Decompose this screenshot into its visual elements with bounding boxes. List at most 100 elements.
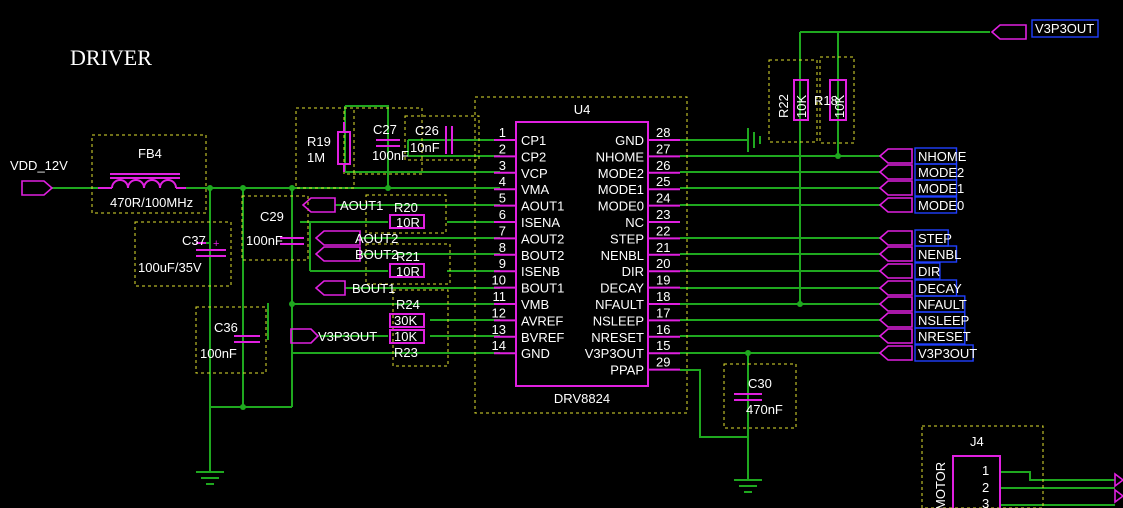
ic-pin-number: 4 [499,174,506,189]
ic-pin-number: 24 [656,191,670,206]
net-port-highlight [914,196,958,214]
c26-value: 10nF [410,140,440,155]
capacitor-c27: C27 100nF [372,122,409,163]
ic-pin-name: VMB [521,297,549,312]
net-port-label: MODE1 [918,181,964,196]
resistor-r24: R24 30K [389,297,425,328]
ic-pin-name: CP1 [521,133,546,148]
r22-value: 10K [794,95,809,118]
net-bout1-label: BOUT1 [352,281,395,296]
ic-pin-name: DECAY [600,281,644,296]
ic-pin-name: BVREF [521,330,564,345]
capacitor-c30: C30 470nF [734,376,783,417]
net-v3p3-left-label: V3P3OUT [318,329,377,344]
net-port-label: NENBL [918,247,961,262]
c29-ref: C29 [260,209,284,224]
ic-pin-number: 12 [492,305,506,320]
net-port-highlight [914,179,958,197]
ic-pin-name: AOUT1 [521,199,564,214]
ic-pin-name: NFAULT [595,297,644,312]
c36-ref: C36 [214,320,238,335]
r24-value: 30K [394,313,417,328]
ic-pin-number: 15 [656,338,670,353]
r20-value: 10R [396,215,420,230]
net-port-label: MODE2 [918,165,964,180]
ic-pin-number: 9 [499,256,506,271]
net-port-label: NHOME [918,149,967,164]
resistor-r22: R22 10K [776,79,809,121]
net-port-shape [878,180,913,196]
ic-pin-number: 26 [656,158,670,173]
vdd-label: VDD_12V [10,158,68,173]
net-port-shape [878,280,913,296]
r18-ref: R18 [814,93,838,108]
net-port-shape [878,312,913,328]
vdd-port: VDD_12V [10,158,68,196]
ic-pin-number: 14 [492,338,506,353]
j4-pin-2: 2 [982,480,989,495]
j4-ref: J4 [970,434,984,449]
fb4-ref: FB4 [138,146,162,161]
ic-pin-number: 23 [656,207,670,222]
ic-pin-number: 10 [492,273,506,288]
net-port-highlight [914,344,974,362]
r22-ref: R22 [776,94,791,118]
c26-ref: C26 [415,123,439,138]
net-port-v3p3-left: V3P3OUT [290,328,377,344]
c37-ref: C37 [182,233,206,248]
ic-pin-name: NHOME [596,149,645,164]
ic-pin-name: VMA [521,182,550,197]
ic-pin-name: NSLEEP [593,313,644,328]
ground-symbol-left [196,471,224,485]
ic-pin-number: 22 [656,223,670,238]
net-port-shape [878,164,913,180]
c37-value: 100uF/35V [138,260,202,275]
net-port-label: NRESET [918,329,971,344]
r18-value: 10K [832,95,847,118]
ic-pin-name: NC [625,215,644,230]
ic-part: DRV8824 [554,391,610,406]
ic-pin-name: AOUT2 [521,231,564,246]
net-port-shape [878,230,913,246]
ic-pin-name: MODE2 [598,166,644,181]
ic-pin-number: 28 [656,125,670,140]
net-port-shape [878,263,913,279]
r20-ref: R20 [394,200,418,215]
r24-ref: R24 [396,297,420,312]
ground-symbol-c30 [734,479,762,493]
capacitor-c26: C26 10nF [410,123,453,155]
ic-pin-number: 2 [499,141,506,156]
net-port-v3p3-top: V3P3OUT [990,19,1099,40]
ic-u4: U4 DRV8824 1CP12CP23VCP4VMA5AOUT16ISENA7… [492,102,680,406]
c27-ref: C27 [373,122,397,137]
net-port-highlight [914,327,966,345]
net-port-label: V3P3OUT [918,346,977,361]
ic-pin-name: MODE1 [598,182,644,197]
j4-pin-3: 3 [982,496,989,508]
j4-label: MOTOR [933,462,948,508]
sheet-title: DRIVER [70,45,152,70]
ic-pin-name: STEP [610,231,644,246]
ic-pin-name: ISENB [521,264,560,279]
ic-pin-name: AVREF [521,313,563,328]
j4-pin-1: 1 [982,463,989,478]
ic-pin-name: GND [615,133,644,148]
net-port-shape [878,345,913,361]
ic-pin-number: 21 [656,240,670,255]
capacitor-c36: C36 100nF [200,320,260,361]
ic-pin-number: 17 [656,305,670,320]
resistor-r20: R20 10R [389,200,425,230]
capacitor-c29: C29 100nF [246,209,304,248]
net-bout2-label: BOUT2 [355,247,398,262]
ic-pin-number: 16 [656,322,670,337]
junction-dots [207,153,841,410]
net-port-aout2: AOUT2 [314,230,398,246]
resistor-r23: 10K R23 [389,329,425,360]
wires [52,31,1115,506]
c29-value: 100nF [246,233,283,248]
ic-pin-number: 13 [492,322,506,337]
ic-pin-name: CP2 [521,149,546,164]
ic-pin-name: MODE0 [598,199,644,214]
resistor-r21: R21 10R [389,249,425,279]
net-port-highlight [914,245,958,263]
